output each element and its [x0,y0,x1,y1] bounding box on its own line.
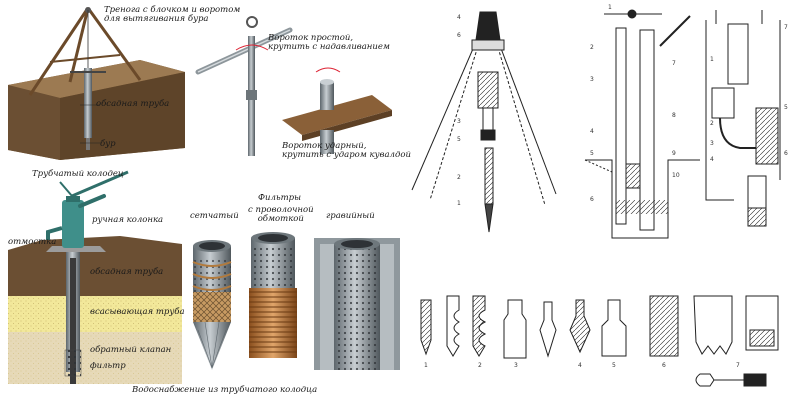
label-filter-mesh: сетчатый [190,211,239,221]
marker-a-2: 2 [457,174,461,181]
pipe-drawing-c [705,10,781,227]
marker-bottom-1: 1 [424,362,428,369]
marker-b-2: 2 [590,44,594,51]
label-filter-wire: с проволочной обмоткой [248,205,314,224]
impact-collar-illustration [282,67,392,154]
marker-b-8: 8 [672,112,676,119]
marker-a-6: 6 [457,32,461,39]
label-tripod: Тренога с блочком и воротом для вытягива… [104,5,241,24]
label-caption: Водоснабжение из трубчатого колодца [132,385,318,395]
label-filter-gravel: гравийный [326,211,375,221]
marker-c-2: 2 [710,120,714,127]
tripod-drilling-illustration [8,7,185,160]
filter-wire-illustration [249,232,297,358]
marker-b-6: 6 [590,196,594,203]
marker-c-3: 3 [710,140,714,147]
label-hand-pump: ручная колонка [92,215,164,225]
label-collar-impact: Вороток ударный, крутить с ударом кувалд… [282,141,411,160]
label-casing-top: обсадная труба [96,99,170,109]
marker-bottom-3: 3 [514,362,518,369]
simple-collar-illustration [195,16,293,156]
marker-a-5: 5 [457,136,461,143]
filter-mesh-illustration [192,240,232,370]
label-check-valve: обратный клапан [90,345,172,355]
marker-c-6: 6 [784,150,788,157]
label-suction-pipe: всасывающая труба [90,307,185,317]
bits-row-drawing [420,295,779,387]
marker-b-3: 3 [590,76,594,83]
filter-gravel-illustration [314,238,400,370]
marker-a-3: 3 [457,118,461,125]
marker-a-4: 4 [457,14,461,21]
label-collar-simple: Вороток простой, крутить с надавливанием [268,33,390,52]
marker-c-5: 5 [784,104,788,111]
marker-b-1: 1 [608,4,612,11]
drilling-rig-drawing-a [411,11,557,233]
marker-b-9: 9 [672,150,676,157]
marker-bottom-6: 6 [662,362,666,369]
marker-bottom-7: 7 [736,362,740,369]
marker-b-5: 5 [590,150,594,157]
label-filters-title: Фильтры [258,193,301,203]
label-drill: бур [100,139,116,149]
marker-c-4: 4 [710,156,714,163]
well-drawing-b [584,9,700,239]
marker-b-4: 4 [590,128,594,135]
marker-bottom-2: 2 [478,362,482,369]
marker-bottom-4: 4 [578,362,582,369]
label-filter: фильтр [90,361,126,371]
label-apron: отмостка [8,237,57,247]
marker-b-10: 10 [672,172,680,179]
marker-c-7: 7 [784,24,788,31]
marker-bottom-5: 5 [612,362,616,369]
tube-well-illustration [8,170,182,384]
marker-c-1: 1 [710,56,714,63]
marker-b-7: 7 [672,60,676,67]
label-casing-bottom: обсадная труба [90,267,164,277]
label-tube-well: Трубчатый колодец [32,169,124,179]
marker-a-1: 1 [457,200,461,207]
